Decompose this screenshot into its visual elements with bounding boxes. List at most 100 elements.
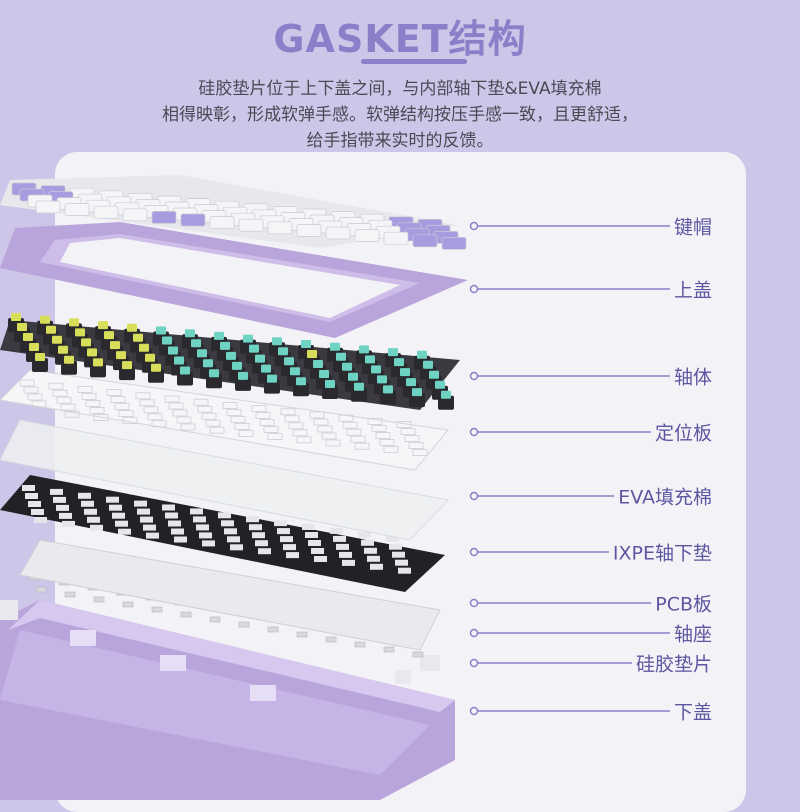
plate-cutout <box>180 423 196 431</box>
plate-cutout <box>31 400 47 408</box>
switch-housing <box>351 387 367 402</box>
ixpe-cutout <box>227 536 240 543</box>
switch-stem <box>226 351 236 360</box>
ixpe-cutout <box>31 509 44 515</box>
socket <box>296 631 308 638</box>
switch-stem <box>325 380 335 388</box>
switch-housing <box>438 395 454 410</box>
switch-stem <box>307 350 317 358</box>
plate-cutout <box>85 399 101 407</box>
plate-cutout <box>106 389 122 397</box>
switch-stem <box>58 345 68 354</box>
plate-cutout <box>251 405 267 413</box>
plate-cutout <box>147 413 163 421</box>
case-bracket <box>160 655 186 671</box>
ixpe-cutout <box>140 516 153 523</box>
socket <box>64 591 76 598</box>
switch-stem <box>156 326 166 335</box>
ixpe-cutout <box>339 551 352 558</box>
plate-cutout <box>93 413 109 421</box>
switch-stem <box>441 390 451 399</box>
switch-stem <box>110 341 120 350</box>
plate-cutout <box>27 393 43 401</box>
plate-cutout <box>280 408 296 416</box>
switch-layer <box>0 313 460 410</box>
ixpe-cutout <box>314 556 327 562</box>
ixpe-cutout <box>389 543 402 550</box>
plate-cutout <box>313 418 329 426</box>
ixpe-cutout <box>398 567 411 574</box>
ixpe-cutout <box>112 512 125 519</box>
case-bracket <box>70 630 96 646</box>
switch-stem <box>417 350 427 359</box>
ixpe-cutout <box>199 532 212 539</box>
switch-stem <box>29 343 39 351</box>
plate-cutout <box>325 439 341 447</box>
plate-cutout <box>81 392 97 400</box>
plate-cutout <box>259 419 275 427</box>
ixpe-cutout <box>249 524 262 531</box>
switch-stem <box>319 370 329 378</box>
case-bracket <box>250 685 276 701</box>
switch-stem <box>238 371 248 380</box>
ixpe-cutout <box>364 547 377 554</box>
socket <box>412 651 424 658</box>
switch-stem <box>185 329 195 338</box>
ixpe-cutout <box>190 508 203 515</box>
ixpe-cutout <box>370 563 383 570</box>
switch-stem <box>11 313 21 321</box>
label-bottom-case: 下盖 <box>673 701 712 724</box>
switch-stem <box>330 342 340 351</box>
switch-stem <box>46 325 56 334</box>
gasket-pad <box>420 655 440 671</box>
keycap <box>180 213 206 227</box>
switch-stem <box>209 369 219 378</box>
plate-cutout <box>284 415 300 423</box>
switch-stem <box>52 335 62 344</box>
ixpe-cutout <box>274 520 287 527</box>
plate-cutout <box>255 412 271 420</box>
switch-stem <box>214 331 224 340</box>
plate-cutout <box>122 417 138 425</box>
ixpe-cutout <box>174 536 187 543</box>
ixpe-cutout <box>118 528 131 535</box>
plate-cutout <box>201 412 217 420</box>
socket <box>325 636 337 643</box>
pcb-layer <box>19 539 441 651</box>
ixpe-cutout <box>134 500 147 507</box>
switch-housing <box>264 379 280 394</box>
plate-cutout <box>118 410 134 418</box>
label-gaskets: 硅胶垫片 <box>635 653 712 676</box>
switch-housing <box>206 374 222 389</box>
ixpe-cutout <box>162 504 175 511</box>
plate-cutout <box>205 419 221 427</box>
plate-cutout <box>367 417 383 425</box>
plate-cutout <box>226 408 242 416</box>
switch-stem <box>394 358 404 367</box>
ixpe-cutout <box>367 555 380 562</box>
ixpe-cutout <box>246 516 259 523</box>
switch-stem <box>301 340 311 348</box>
keycap <box>122 208 148 222</box>
switch-stem <box>267 374 277 383</box>
switch-stem <box>290 367 300 376</box>
ixpe-cutout <box>81 500 94 507</box>
page-title: GASKET结构 <box>273 17 527 61</box>
switch-stem <box>406 378 416 387</box>
plate-cutout <box>64 410 80 418</box>
label-top-case: 上盖 <box>673 279 712 302</box>
ixpe-cutout <box>171 528 184 535</box>
ixpe-cutout <box>258 548 271 555</box>
switch-stem <box>127 323 137 332</box>
plate-cutout <box>19 379 35 387</box>
ixpe-cutout <box>230 544 243 551</box>
plate-cutout <box>230 415 246 423</box>
ixpe-cutout <box>28 501 41 507</box>
ixpe-cutout <box>358 531 371 538</box>
plate-cutout <box>379 438 395 446</box>
plate-cutout <box>354 442 370 450</box>
plate-cutout <box>350 435 366 443</box>
plate-cutout <box>338 414 354 422</box>
switch-stem <box>174 356 184 365</box>
plate-cutout <box>234 422 250 430</box>
